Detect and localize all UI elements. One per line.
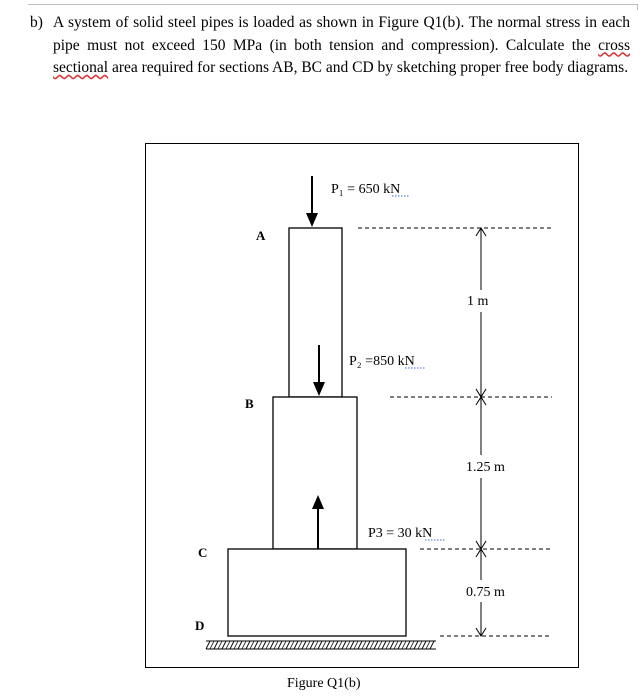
load-arrow-p2: [313, 345, 325, 396]
question-text: A system of solid steel pipes is loaded …: [53, 12, 630, 80]
ground-hatch: [205, 640, 436, 650]
load-label-p3: P3 = 30 kN: [368, 526, 432, 541]
load-arrow-p3: [312, 495, 324, 549]
dimension-label-ab: 1 m: [467, 294, 489, 309]
point-label-b: B: [245, 396, 254, 411]
point-label-c: C: [198, 545, 207, 560]
load-arrow-p1: [306, 176, 318, 227]
pipe-ab: [288, 227, 343, 398]
dimension-label-cd: 0.75 m: [466, 585, 505, 600]
dimension-arrowheads: [475, 227, 487, 637]
question-text-part2: area required for sections AB, BC and CD…: [108, 59, 629, 76]
header-rule-tick: [637, 4, 638, 10]
figure-frame: [145, 143, 579, 668]
pipe-cd: [227, 548, 407, 637]
question-number: b): [30, 14, 43, 31]
pipe-bc: [272, 396, 358, 550]
figure-caption: Figure Q1(b): [287, 676, 361, 691]
load-label-p2: P₂ =850 kN: [349, 354, 415, 369]
point-label-d: D: [195, 618, 204, 633]
question-block: b) A system of solid steel pipes is load…: [30, 12, 630, 80]
header-rule: [28, 4, 638, 5]
dimension-reference-lines: [358, 227, 552, 637]
load-label-p1: P₁ = 650 kN: [331, 182, 400, 197]
dimension-label-bc: 1.25 m: [466, 460, 505, 475]
question-text-part1: A system of solid steel pipes is loaded …: [53, 14, 630, 54]
question-text-underlined: cross sectional: [53, 36, 630, 77]
point-label-a: A: [256, 228, 266, 243]
